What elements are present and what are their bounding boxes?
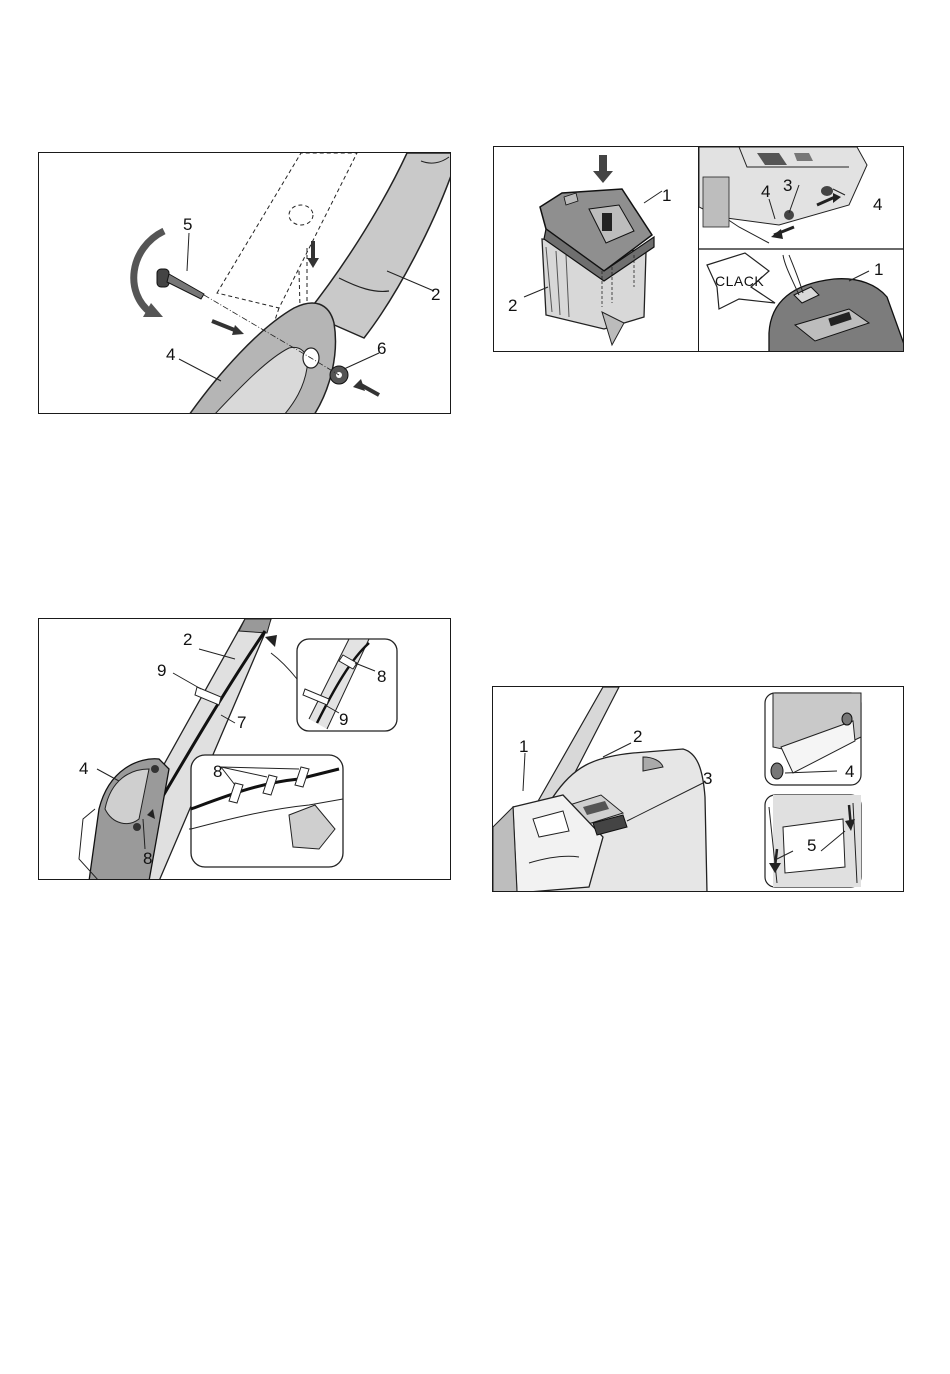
label-inset-top-clip: 8 <box>377 668 386 685</box>
label-left-pin: 4 <box>761 183 770 200</box>
label-inset-top-ring: 9 <box>339 711 348 728</box>
label-handle: 2 <box>431 286 440 303</box>
grass-catcher-illustration <box>493 687 904 892</box>
label-handle-grip: 3 <box>703 770 712 787</box>
label-spring: 3 <box>783 177 792 194</box>
label-clip-top: 9 <box>157 662 166 679</box>
figure-handle-bolt: 5 2 4 6 <box>38 152 451 414</box>
figure-cover-fitting: 1 2 <box>493 146 699 352</box>
label-cover: 1 <box>662 187 671 204</box>
label-nut: 6 <box>377 340 386 357</box>
label-bracket: 4 <box>166 346 175 363</box>
label-cable: 7 <box>237 714 246 731</box>
figure-grass-catcher: 1 2 3 4 5 <box>492 686 904 892</box>
label-slots: 5 <box>807 837 816 854</box>
label-inset-bottom-clips: 8 <box>213 763 222 780</box>
pin-clack-illustration <box>699 147 904 352</box>
label-clack: CLACK <box>715 274 764 288</box>
figure-cable-clips: 2 9 7 4 8 8 9 8 <box>38 618 451 880</box>
label-bracket: 4 <box>79 760 88 777</box>
label-catcher: 2 <box>633 728 642 745</box>
label-cover-clack: 1 <box>874 261 883 278</box>
label-bolt: 5 <box>183 216 192 233</box>
label-right-pin: 4 <box>873 196 882 213</box>
label-box: 2 <box>508 297 517 314</box>
label-clip-bottom: 8 <box>143 850 152 867</box>
label-flap: 1 <box>519 738 528 755</box>
cable-clips-illustration <box>39 619 451 880</box>
label-hook: 4 <box>845 763 854 780</box>
handle-bolt-illustration <box>39 153 451 414</box>
label-handle: 2 <box>183 631 192 648</box>
cover-fitting-illustration <box>494 147 699 352</box>
figure-pin-clack: 4 3 4 1 CLACK <box>698 146 904 352</box>
